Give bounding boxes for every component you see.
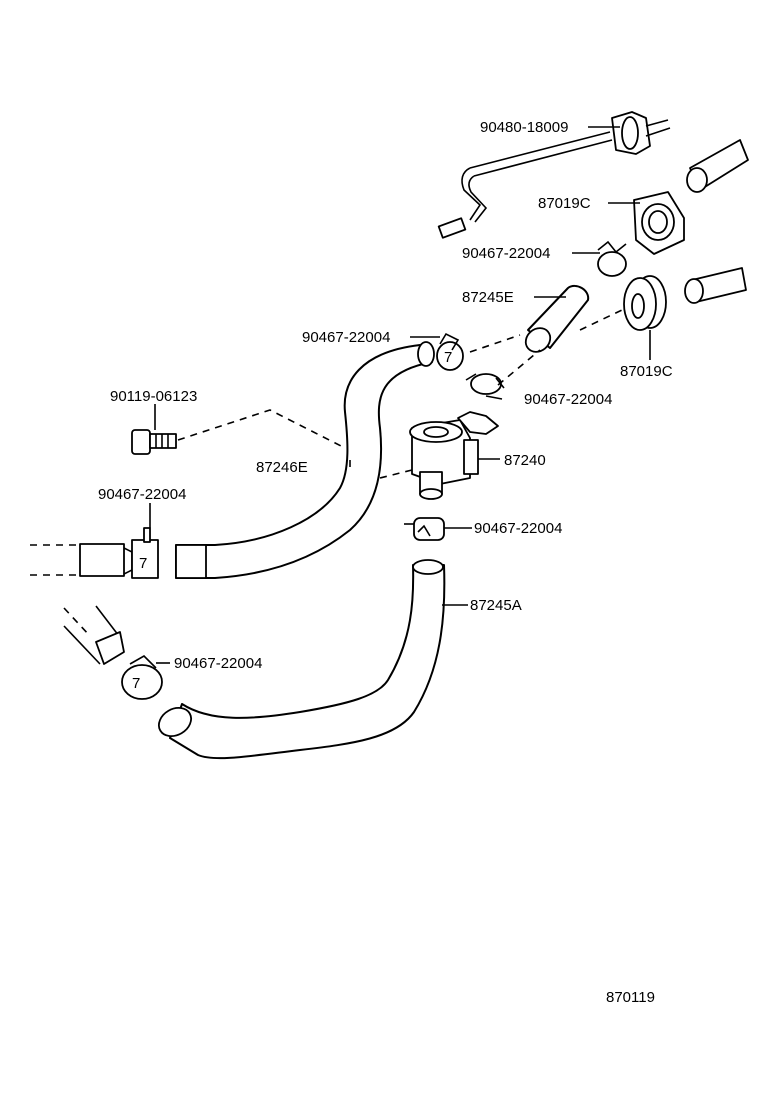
hose-87246e: [175, 341, 435, 579]
clamp-valve-bottom: [404, 517, 445, 541]
label-90467-22004-hose-e: 90467-22004: [302, 329, 390, 346]
pipe-left: [30, 543, 133, 577]
svg-text:7: 7: [132, 675, 140, 692]
clamp-upper: [597, 240, 627, 277]
clamp-hose-246e: 7: [436, 332, 464, 371]
clamp-left: 7: [131, 527, 159, 579]
label-90119-06123: 90119-06123: [110, 388, 197, 405]
label-90467-22004-valve-bottom: 90467-22004: [474, 520, 562, 537]
label-90467-22004-valve-top: 90467-22004: [524, 391, 612, 408]
label-90467-22004-left: 90467-22004: [98, 486, 186, 503]
label-87019c-lower: 87019C: [620, 363, 673, 380]
label-87245a: 87245A: [470, 597, 522, 614]
pipe-lower-left: [63, 605, 125, 665]
grommet-upper: [633, 191, 685, 255]
clamp-bottom-left: 7: [121, 655, 163, 700]
pipe-upper-right: [686, 139, 749, 193]
label-87246e: 87246E: [256, 459, 308, 476]
label-87019c-upper: 87019C: [538, 195, 591, 212]
bolt-90119: [131, 429, 177, 455]
svg-text:7: 7: [444, 349, 452, 366]
svg-text:7: 7: [139, 555, 147, 572]
hose-87245a: [158, 559, 446, 760]
hose-87245e: [524, 284, 590, 353]
grommet-lower: [623, 275, 667, 331]
label-87240: 87240: [504, 452, 546, 469]
pipe-middle-right: [684, 267, 747, 304]
assembly-guide-lines: [177, 309, 623, 479]
clamp-valve-top: [465, 373, 505, 395]
wire-harness: [437, 111, 671, 239]
label-90467-22004-upper: 90467-22004: [462, 245, 550, 262]
label-87245e: 87245E: [462, 289, 514, 306]
leader-lines: [149, 126, 651, 664]
figure-number: 870119: [606, 989, 655, 1006]
label-90480-18009: 90480-18009: [480, 119, 568, 136]
label-90467-22004-bottom-left: 90467-22004: [174, 655, 262, 672]
water-valve-87240: [409, 411, 499, 500]
